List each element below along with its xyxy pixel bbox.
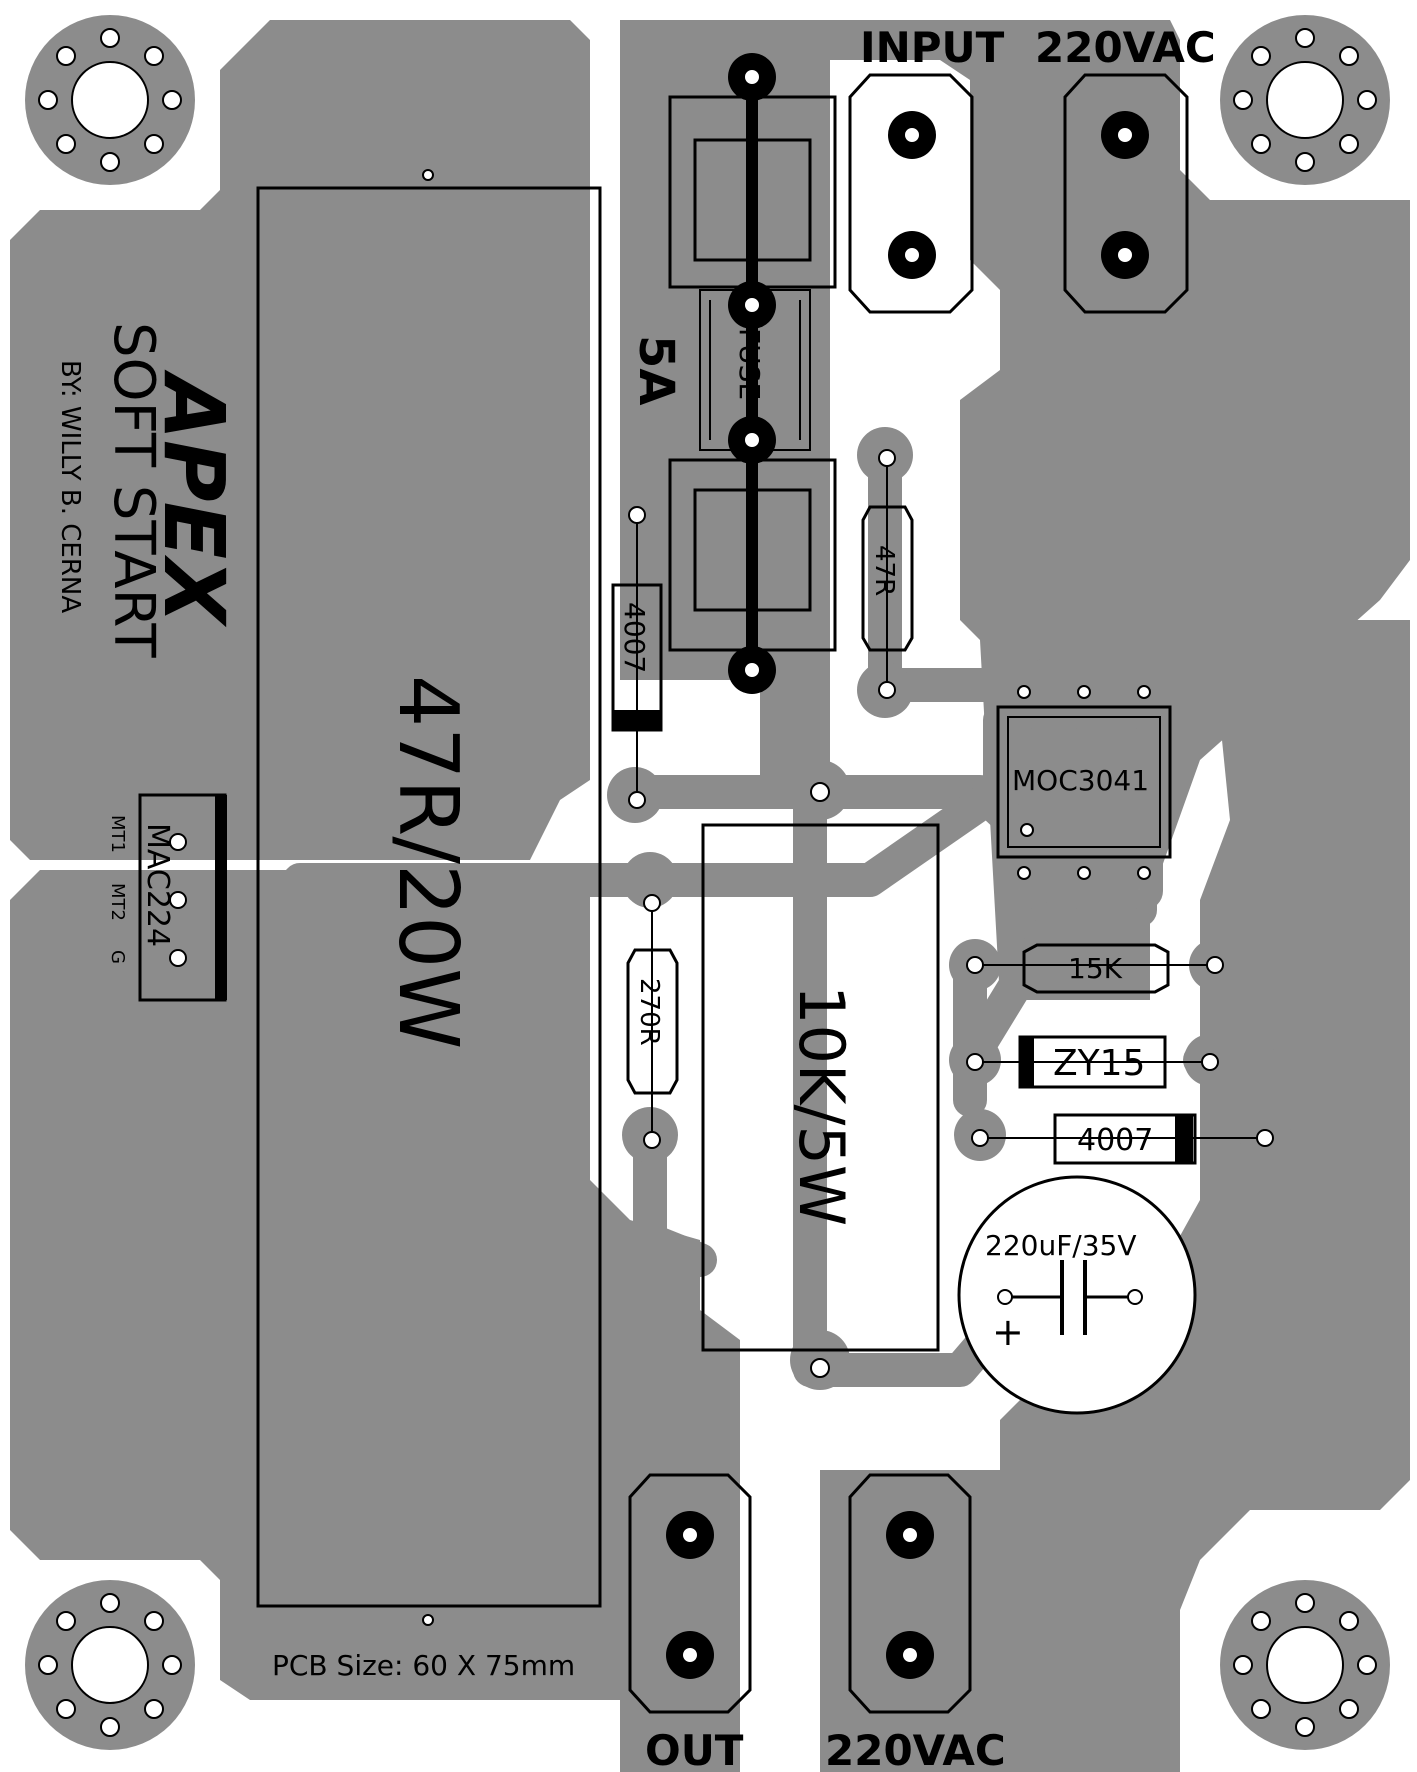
copper-zone-fuse (620, 20, 830, 780)
terminal-output-220vac (848, 1473, 972, 1714)
output-label: OUT (645, 1726, 744, 1772)
diode-bottom-label: 4007 (1077, 1123, 1153, 1158)
input-label: INPUT (860, 23, 1005, 72)
triac-label: MAC224 (140, 823, 175, 947)
terminal-input (848, 73, 974, 314)
resistor-10k-label: 10K/5W (785, 985, 858, 1226)
capacitor-220uf (957, 1175, 1197, 1415)
capacitor-label: 220uF/35V (985, 1229, 1137, 1262)
triac-mac224 (138, 793, 227, 1002)
copper-zone-left-bottom (10, 870, 740, 1772)
logo-apex: APEX (145, 369, 243, 628)
resistor-47r (861, 449, 914, 699)
terminal-output (628, 1473, 752, 1714)
copper-zone-left-top (10, 20, 590, 860)
triac-pin-g: G (107, 950, 128, 964)
mounting-holes (25, 15, 1390, 1750)
fuse-label: FUSE (733, 328, 766, 400)
power-resistor-47r-20w (256, 169, 602, 1626)
copper-zone-top-right (650, 20, 1410, 1000)
triac-pin-mt1: MT1 (107, 815, 128, 853)
resistor-15k-label: 15K (1068, 952, 1123, 985)
fuse-holder (668, 53, 837, 694)
triac-pin-mt2: MT2 (107, 883, 128, 921)
diode-top-label: 4007 (618, 602, 651, 673)
resistor-15k (966, 943, 1224, 994)
board-title: SOFT START (101, 322, 166, 658)
output-voltage-label: 220VAC (825, 1726, 1006, 1772)
capacitor-plus-label: + (992, 1310, 1024, 1354)
fuse-rating-label: 5A (628, 335, 684, 406)
pcb-size-label: PCB Size: 60 X 75mm (272, 1649, 575, 1682)
power-resistor-label: 47R/20W (380, 675, 475, 1049)
labels: INPUT 220VAC OUT 220VAC 47R/20W 10K/5W 5… (55, 23, 1216, 1772)
mounting-hole-top-left (25, 15, 195, 185)
optocoupler-moc3041 (996, 655, 1172, 910)
diode-4007-top (611, 506, 663, 809)
board-author: BY: WILLY B. CERNA (55, 360, 85, 613)
pad-copper (607, 427, 1291, 1390)
resistor-10k-5w (701, 782, 940, 1378)
zener-zy15 (966, 1035, 1219, 1089)
zener-label: ZY15 (1053, 1043, 1145, 1084)
optocoupler-label: MOC3041 (1012, 764, 1149, 797)
resistor-270r-label: 270R (634, 978, 664, 1046)
mounting-hole-bottom-right (1220, 1580, 1390, 1750)
terminal-input-220vac (1063, 73, 1189, 314)
diode-4007-bottom (971, 1113, 1274, 1165)
input-voltage-label: 220VAC (1035, 23, 1216, 72)
mounting-hole-bottom-left (25, 1580, 195, 1750)
mounting-hole-top-right (1220, 15, 1390, 185)
resistor-47r-label: 47R (869, 545, 899, 596)
resistor-270r (626, 894, 679, 1149)
